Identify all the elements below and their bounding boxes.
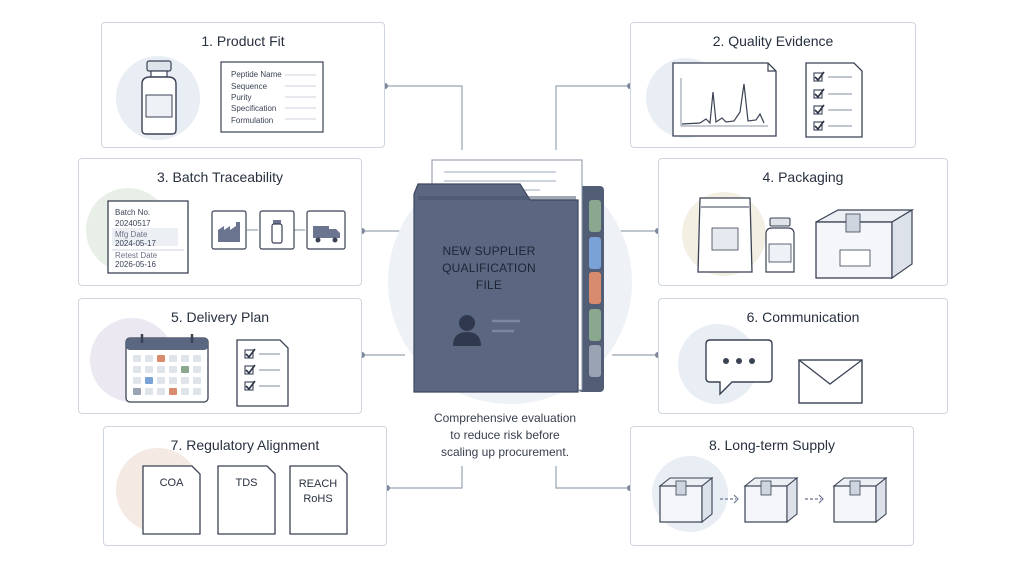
card-title: 4. Packaging <box>762 169 844 185</box>
card-quality-evidence: 2. Quality Evidence <box>630 22 916 148</box>
center-caption: Comprehensive evaluation to reduce risk … <box>405 410 605 461</box>
card-long-term-supply: 8. Long-term Supply <box>630 426 914 546</box>
card-title: 8. Long-term Supply <box>708 437 836 453</box>
folder-title-line-3: FILE <box>475 278 503 292</box>
connector-quality-evidence <box>555 85 630 150</box>
batch-no-value: 20240517 <box>115 219 151 228</box>
connector-long-term <box>555 466 630 489</box>
card-title: 5. Delivery Plan <box>170 309 270 325</box>
coa-label: COA <box>159 477 184 489</box>
caption-line-3: scaling up procurement. <box>440 445 570 459</box>
card-communication: 6. Communication <box>658 298 948 414</box>
mfg-date-value: 2024-05-17 <box>115 239 156 248</box>
card-packaging: 4. Packaging <box>658 158 948 286</box>
retest-date-label: Retest Date <box>115 251 158 260</box>
field-peptide-name: Peptide Name <box>231 70 282 79</box>
card-delivery-plan: 5. Delivery Plan <box>78 298 362 414</box>
card-title: 3. Batch Traceability <box>156 169 284 185</box>
card-title: 1. Product Fit <box>201 33 285 49</box>
folder-title-line-2: QUALIFICATION <box>442 261 536 275</box>
connector-regulatory <box>387 466 463 489</box>
retest-date-value: 2026-05-16 <box>115 260 156 269</box>
tds-label: TDS <box>235 477 258 489</box>
field-sequence: Sequence <box>231 82 268 91</box>
field-formulation: Formulation <box>231 116 274 125</box>
card-title: 2. Quality Evidence <box>712 33 834 49</box>
card-title: 6. Communication <box>746 309 860 325</box>
mfg-date-label: Mfg Date <box>115 230 148 239</box>
batch-no-label: Batch No. <box>115 208 151 217</box>
field-purity: Purity <box>231 93 252 102</box>
caption-line-1: Comprehensive evaluation <box>433 411 577 425</box>
reach-rohs-label: REACH RoHS <box>298 478 338 505</box>
card-title: 7. Regulatory Alignment <box>170 437 320 453</box>
connector-product-fit <box>385 85 463 150</box>
caption-line-2: to reduce risk before <box>450 428 560 442</box>
folder-title-line-1: NEW SUPPLIER <box>442 244 536 258</box>
field-specification: Specification <box>231 104 277 113</box>
